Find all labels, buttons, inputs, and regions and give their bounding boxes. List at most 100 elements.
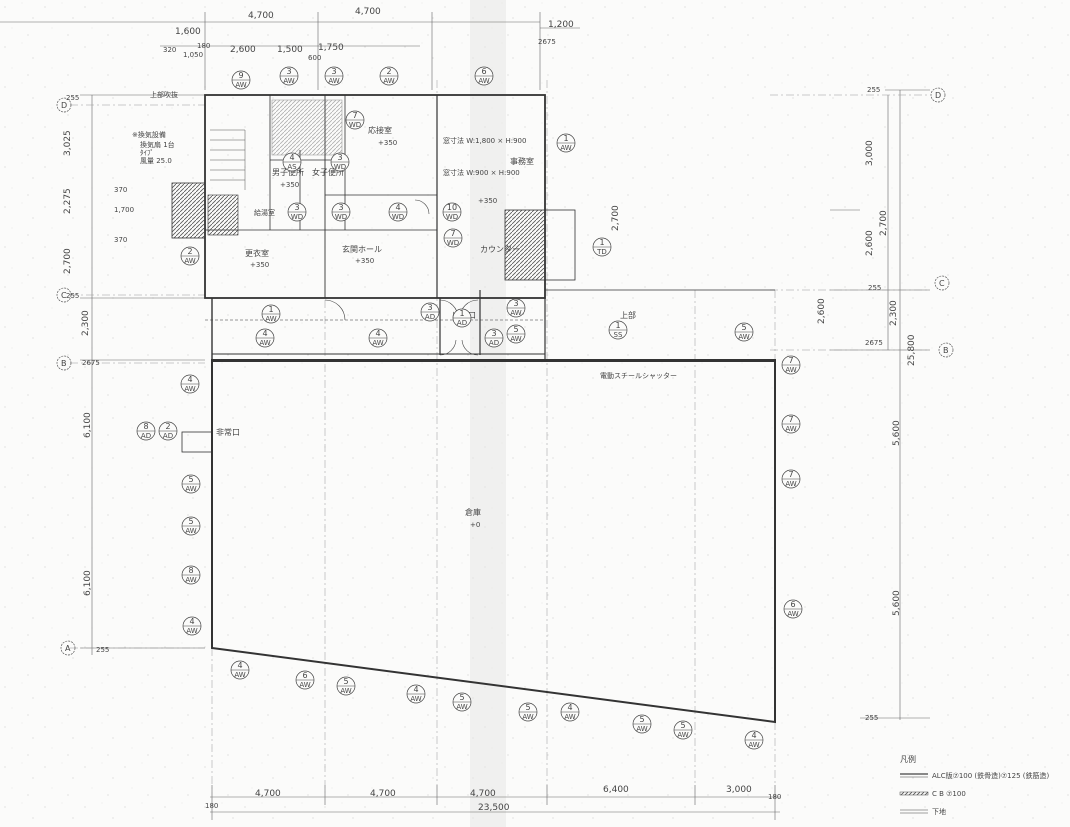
door-window-tag: 1AD xyxy=(452,308,472,328)
axis-marker-left-b: B xyxy=(56,355,72,371)
tag-type: AW xyxy=(785,425,796,433)
dim-right-10: 255 xyxy=(865,714,878,722)
door-window-tag: 4AW xyxy=(368,328,388,348)
dim-left-13: 255 xyxy=(96,646,109,654)
room-labels: 応接室 +350 事務室 男子便所 +350 女子便所 更衣室 +350 玄関ホ… xyxy=(216,125,677,529)
dim-right-12: 2,700 xyxy=(611,205,621,231)
door-window-tag: 5AW xyxy=(734,322,754,342)
door-window-tag: 3WD xyxy=(287,202,307,222)
tag-number: 1 xyxy=(599,238,604,247)
door-window-tag: 4AW xyxy=(744,730,764,750)
door-window-tag: 5AW xyxy=(181,474,201,494)
tag-type: AW xyxy=(478,77,489,85)
door-window-tag: 5AW xyxy=(181,516,201,536)
axis-marker-left-d: D xyxy=(56,97,72,113)
dim-tiny-2: 180 xyxy=(197,42,210,50)
door-window-tag: 3AW xyxy=(506,298,526,318)
tag-number: 5 xyxy=(639,715,644,724)
tag-type: AW xyxy=(560,144,571,152)
axis-marker-left-c: C xyxy=(56,287,72,303)
level-reception: +350 xyxy=(378,139,397,147)
tag-number: 7 xyxy=(788,356,793,365)
tag-type: AW xyxy=(785,480,796,488)
tag-number: 3 xyxy=(286,67,291,76)
door-window-tag: 3AD xyxy=(420,302,440,322)
dim-top-1: 4,700 xyxy=(248,11,274,21)
dim-sub-3: 1,500 xyxy=(277,45,303,55)
tag-number: 1 xyxy=(563,134,568,143)
dim-top-2: 4,700 xyxy=(355,7,381,17)
dim-right-5: 255 xyxy=(868,284,881,292)
tag-type: WD xyxy=(446,213,458,221)
tag-number: 5 xyxy=(680,721,685,730)
dim-tiny-4: 600 xyxy=(308,54,321,62)
dim-bottom-5: 3,000 xyxy=(726,785,752,795)
dim-left-4: 370 xyxy=(114,186,127,194)
dim-sub-2: 2,600 xyxy=(230,45,256,55)
door-window-tag: 9AW xyxy=(231,70,251,90)
dim-bottom-edge-right: 180 xyxy=(768,793,781,801)
tag-type: WD xyxy=(392,213,404,221)
tag-number: 4 xyxy=(413,685,418,694)
dim-right-8: 5,600 xyxy=(892,420,902,446)
tag-number: 8 xyxy=(143,422,148,431)
tag-number: 1 xyxy=(268,305,273,314)
dim-right-6: 2,300 xyxy=(889,300,899,326)
door-window-tag: 4AW xyxy=(255,328,275,348)
room-wc-f: 女子便所 xyxy=(312,167,344,177)
tag-number: 8 xyxy=(188,566,193,575)
tag-number: 3 xyxy=(331,67,336,76)
tag-type: AW xyxy=(340,687,351,695)
scan-fold-band xyxy=(470,0,506,827)
tag-type: AW xyxy=(328,77,339,85)
tag-number: 10 xyxy=(447,203,457,212)
tag-type: AW xyxy=(186,627,197,635)
dim-right-9: 5,600 xyxy=(892,590,902,616)
tag-type: WD xyxy=(291,213,303,221)
tag-type: AW xyxy=(259,339,270,347)
room-counter: カウンター xyxy=(480,245,520,254)
dim-right-7: 2675 xyxy=(865,339,883,347)
door-window-tag: 6AW xyxy=(474,66,494,86)
door-window-tag: 1SS xyxy=(608,320,628,340)
tag-type: AS xyxy=(287,163,297,171)
tag-number: 4 xyxy=(567,703,572,712)
axis-marker-right-c: C xyxy=(934,275,950,291)
legend-item-cb: C B ⑦100 xyxy=(932,790,966,798)
dim-right-total: 25,800 xyxy=(907,334,917,366)
door-window-tag: 7AW xyxy=(781,355,801,375)
note-window-2: 窓寸法 W:900 × H:900 xyxy=(443,168,520,177)
tag-number: 5 xyxy=(741,323,746,332)
door-window-tag: 2AW xyxy=(180,246,200,266)
door-window-tag: 1AW xyxy=(556,133,576,153)
door-window-tag: 1AW xyxy=(261,304,281,324)
tag-type: AW xyxy=(510,335,521,343)
door-window-tag: 8AW xyxy=(181,565,201,585)
tag-number: 2 xyxy=(386,67,391,76)
dim-right-top: 1,200 xyxy=(548,20,574,30)
dim-right-11: 2,600 xyxy=(817,298,827,324)
door-window-tag: 4AW xyxy=(180,374,200,394)
hatched-elements xyxy=(171,99,576,453)
tag-number: 4 xyxy=(262,329,267,338)
svg-text:B: B xyxy=(61,359,67,368)
tag-type: AW xyxy=(410,695,421,703)
tag-number: 5 xyxy=(459,693,464,702)
tag-type: AW xyxy=(564,713,575,721)
door-window-tag: 7WD xyxy=(443,228,463,248)
door-window-tag: 5AW xyxy=(452,692,472,712)
note-top: 上部吹抜 xyxy=(150,90,178,99)
room-office: 事務室 xyxy=(510,156,534,166)
door-window-tag: 4WD xyxy=(388,202,408,222)
door-window-tag: 4AW xyxy=(406,684,426,704)
door-window-tag: 3AW xyxy=(279,66,299,86)
building-walls xyxy=(204,94,776,724)
tag-number: 4 xyxy=(751,731,756,740)
room-locker: 更衣室 xyxy=(245,248,269,258)
legend: 凡例 ALC版⑦100 (鉄骨造)⑦125 (鉄筋造) C B ⑦100 下地 xyxy=(899,754,1049,816)
door-window-tag: 6AW xyxy=(295,670,315,690)
axis-markers: D C B A D C B xyxy=(56,87,954,656)
note-window-1: 窓寸法 W:1,800 × H:900 xyxy=(443,136,526,145)
